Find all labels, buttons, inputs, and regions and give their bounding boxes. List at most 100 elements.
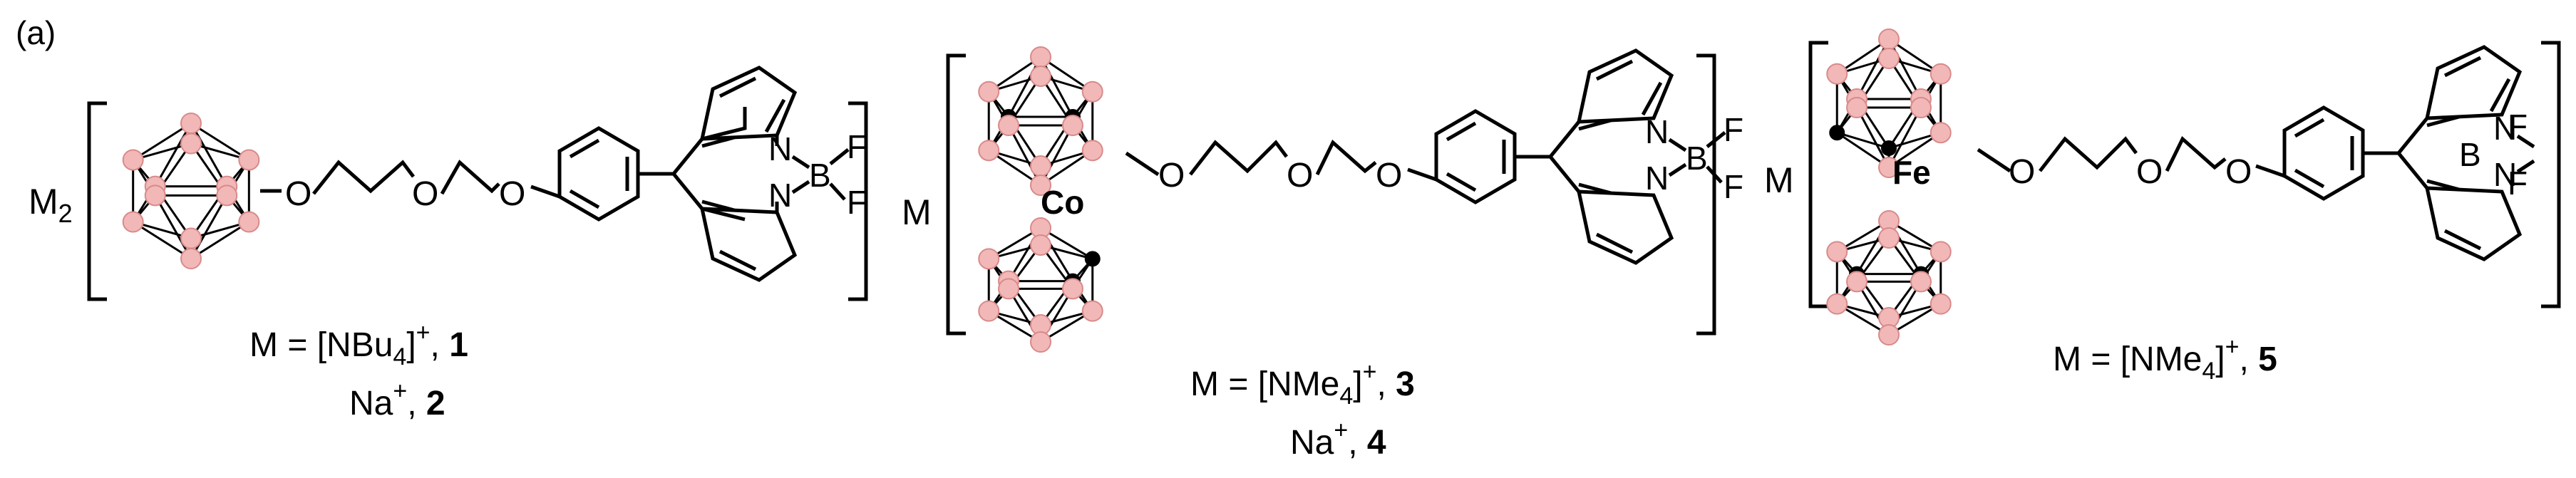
cage-boron-atom [1030,175,1051,196]
atom-o: O [2009,153,2035,191]
atom-b: B [809,157,831,194]
cage-boron-atom [216,185,238,207]
cage-boron-atom [238,149,260,171]
atom-b: B [2459,136,2481,173]
cage-bond [1007,56,1042,118]
cage-boron-atom [1030,46,1051,68]
atom-f: F [847,128,867,165]
carborane-cage-upper [1826,28,1952,178]
cage-boron-atom [978,140,1000,162]
bracket-right [2541,41,2561,308]
cage-boron-atom [122,211,144,233]
cage-bond [154,123,192,187]
cage-bond [154,194,192,259]
carborane-cage-upper [978,46,1103,196]
phenyl-ring [530,126,674,222]
cage-boron-atom [1878,48,1900,69]
compound-3-counterion: M [902,192,932,232]
cage-boron-atom [1081,140,1103,162]
cage-boron-atom [180,227,202,249]
cage-carbon-atom [1084,251,1101,267]
cage-boron-atom [1030,331,1051,353]
cage-boron-atom [180,113,202,134]
compound-5-counterion: M [1764,160,1794,200]
bracket-right [1696,53,1716,336]
compound-3: M Co O O O N N B F F M = [NMe4]+, 3 Na+,… [902,46,1743,462]
cage-boron-atom [998,115,1020,137]
cage-carbon-atom [1829,125,1845,141]
cage-boron-atom [1826,63,1848,85]
carborane-cage [122,113,260,269]
cage-boron-atom [1061,115,1083,137]
atom-o: O [499,175,525,213]
cage-bond [1855,38,1890,100]
cage-bond [190,221,250,260]
cage-carbon-atom [1881,140,1897,156]
cage-bond [1887,107,1922,168]
cage-bond [190,194,228,259]
bracket-right [848,101,868,301]
cage-boron-atom [1930,122,1952,144]
cobalt-atom: Co [1041,184,1084,221]
peg-linker [1125,139,1377,177]
cage-boron-atom [1930,241,1952,263]
atom-f: F [1724,111,1743,148]
cage-bond [1039,125,1074,186]
caption-compound-5: M = [NMe4]+, 5 [2053,333,2277,385]
atom-f: F [847,184,867,221]
panel-label: (a) [16,14,56,51]
cage-boron-atom [978,300,1000,322]
phenyl-ring [1407,109,1550,204]
peg-linker [1977,135,2227,173]
cage-boron-atom [1846,97,1868,119]
cage-bond [1855,107,1890,168]
cage-bond [190,123,228,187]
cage-boron-atom [1081,300,1103,322]
atom-o: O [1158,157,1185,194]
atom-b: B [1686,140,1708,177]
cage-boron-atom [1910,271,1932,293]
atom-n: N [2493,156,2517,193]
cage-boron-atom [1030,155,1051,177]
cage-boron-atom [1081,80,1103,103]
atom-o: O [412,175,438,213]
atom-o: O [1287,157,1313,194]
atom-n: N [2493,110,2517,147]
cage-bond [132,221,192,260]
cage-boron-atom [1826,293,1848,315]
atom-f: F [2508,108,2528,145]
peg-linker [260,160,500,195]
cage-boron-atom [1030,66,1051,87]
iron-atom: Fe [1892,154,1931,191]
bodipy-core [1549,48,1726,265]
cage-bond [190,122,250,161]
caption-compound-4: Na+, 4 [1290,417,1386,462]
atom-n: N [768,177,792,214]
compound-5: M Fe O O O N N B F F M = [NMe4]+, 5 [1764,28,2561,385]
compound-1: M2 O O O N N B F F [29,66,868,422]
cage-boron-atom [180,133,202,155]
carborane-cage-lower [978,217,1103,353]
phenyl-ring [2255,105,2399,201]
cage-bond [1039,56,1074,118]
cage-boron-atom [1910,97,1932,119]
bracket-left [946,53,966,336]
cage-boron-atom [1930,63,1952,85]
caption-compound-3: M = [NMe4]+, 3 [1190,358,1415,410]
bracket-left [87,101,107,301]
atom-o: O [285,175,311,213]
atom-o: O [1376,157,1402,194]
cage-boron-atom [1878,28,1900,50]
cage-bond [132,122,192,161]
cage-boron-atom [1930,293,1952,315]
caption-compound-1: M = [NBu4]+, 1 [249,319,468,370]
cage-boron-atom [978,248,1000,270]
carborane-cage-lower [1826,210,1952,345]
bodipy-core [2397,45,2535,261]
cage-boron-atom [1878,227,1900,249]
atom-n: N [1645,113,1669,150]
cage-boron-atom [1826,241,1848,263]
cage-bond [1007,125,1042,186]
atom-o: O [2136,153,2163,191]
